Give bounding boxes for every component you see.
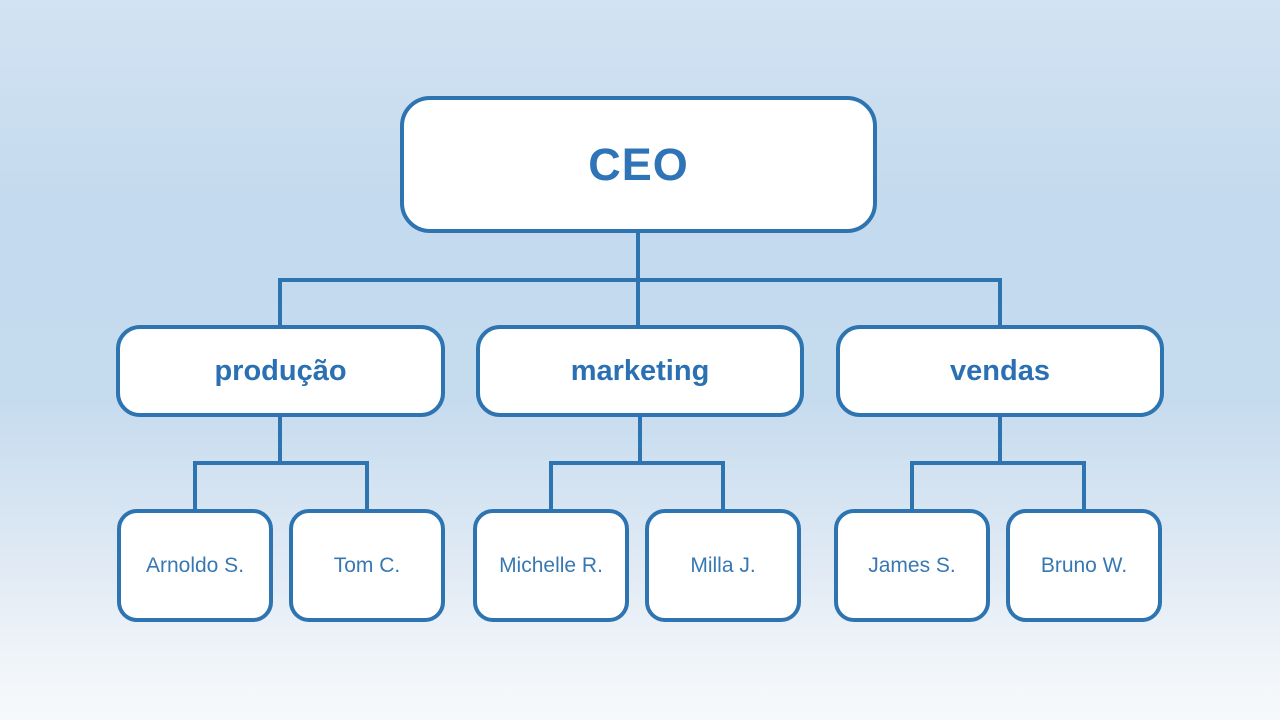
connector-producao-stem — [278, 415, 282, 463]
connector-producao-horizontal — [193, 461, 369, 465]
node-department-label: produção — [214, 354, 347, 387]
node-member-michelle: Michelle R. — [473, 509, 629, 622]
connector-drop-bruno — [1082, 463, 1086, 509]
node-member-tom: Tom C. — [289, 509, 445, 622]
node-member-arnoldo: Arnoldo S. — [117, 509, 273, 622]
connector-drop-vendas — [998, 280, 1002, 325]
connector-root-stem — [636, 230, 640, 280]
node-ceo-label: CEO — [588, 138, 689, 190]
node-member-label: Tom C. — [333, 553, 401, 577]
connector-drop-producao — [278, 280, 282, 325]
connector-drop-james — [910, 463, 914, 509]
node-department-label: vendas — [950, 354, 1050, 387]
node-department-vendas: vendas — [836, 325, 1164, 417]
connector-drop-arnoldo — [193, 463, 197, 509]
node-department-marketing: marketing — [476, 325, 804, 417]
connector-drop-marketing — [636, 280, 640, 325]
connector-vendas-horizontal — [910, 461, 1086, 465]
node-member-label: Arnoldo S. — [145, 553, 245, 577]
connector-vendas-stem — [998, 415, 1002, 463]
node-member-label: Michelle R. — [499, 553, 603, 577]
node-member-label: James S. — [868, 553, 956, 577]
connector-marketing-stem — [638, 415, 642, 463]
connector-marketing-horizontal — [549, 461, 725, 465]
node-member-label: Bruno W. — [1040, 553, 1128, 577]
node-member-label: Milla J. — [690, 553, 756, 577]
node-ceo: CEO — [400, 96, 877, 233]
connector-drop-michelle — [549, 463, 553, 509]
connector-drop-milla — [721, 463, 725, 509]
node-member-james: James S. — [834, 509, 990, 622]
node-member-milla: Milla J. — [645, 509, 801, 622]
connector-level1-horizontal — [278, 278, 1002, 282]
node-department-label: marketing — [570, 354, 710, 387]
node-member-bruno: Bruno W. — [1006, 509, 1162, 622]
node-department-producao: produção — [116, 325, 445, 417]
connector-drop-tom — [365, 463, 369, 509]
